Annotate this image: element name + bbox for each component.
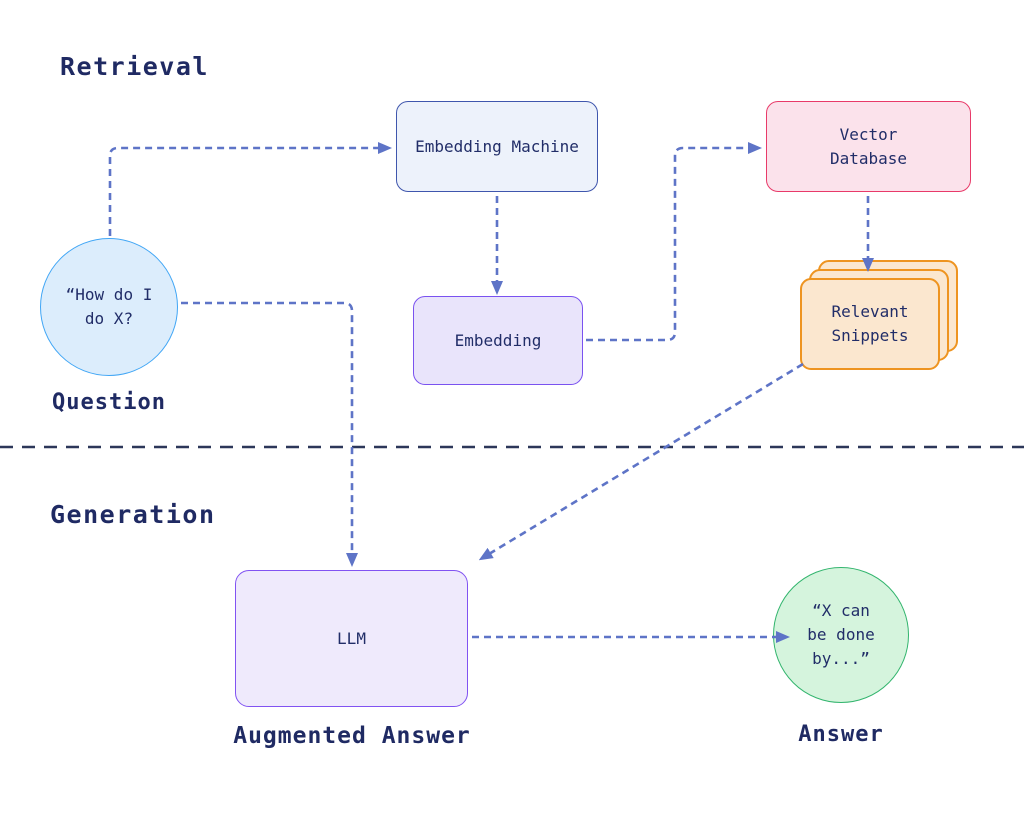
augmented-answer-label: Augmented Answer — [233, 723, 471, 749]
arrow-snippets-to-llm — [478, 362, 804, 561]
vector-database-node: Vector Database — [766, 101, 971, 192]
llm-node: LLM — [235, 570, 468, 707]
answer-label: Answer — [798, 722, 884, 747]
generation-section-title: Generation — [50, 500, 216, 529]
embedding-machine-node: Embedding Machine — [396, 101, 598, 192]
arrow-embedding-to-vector-database — [586, 142, 762, 342]
retrieval-section-title: Retrieval — [60, 52, 209, 81]
arrow-question-to-embedding-machine — [108, 142, 392, 236]
question-bubble-node: “How do I do X? — [40, 238, 178, 376]
question-label: Question — [52, 390, 166, 415]
relevant-snippets-node: Relevant Snippets — [800, 278, 940, 370]
answer-bubble-node: “X can be done by...” — [773, 567, 909, 703]
embedding-node: Embedding — [413, 296, 583, 385]
